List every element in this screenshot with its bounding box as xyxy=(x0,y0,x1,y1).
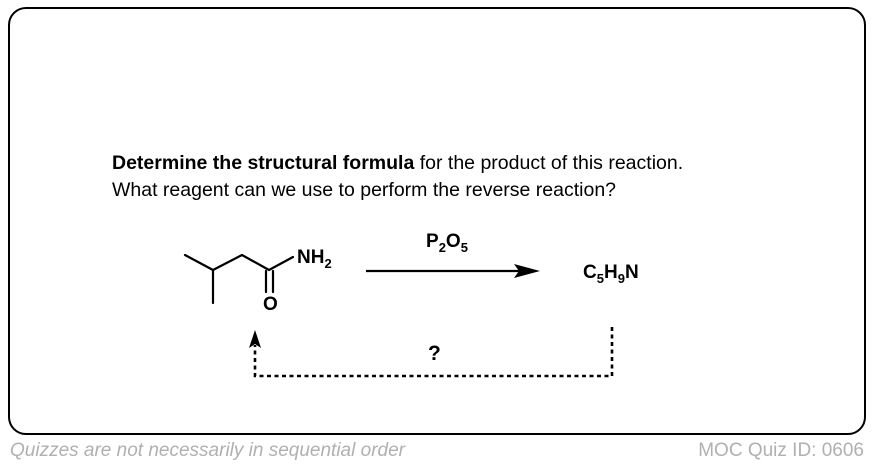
question-text: Determine the structural formula for the… xyxy=(112,150,812,204)
question-bold: Determine the structural formula xyxy=(112,152,415,174)
footer-note: Quizzes are not necessarily in sequentia… xyxy=(10,440,405,461)
amine-label: NH2 xyxy=(297,247,332,271)
forward-arrow xyxy=(366,264,540,278)
reagent-label: P2O5 xyxy=(426,231,468,255)
reverse-arrow xyxy=(253,327,614,378)
reverse-question-mark: ? xyxy=(428,342,441,365)
oxygen-label: O xyxy=(263,294,278,315)
reverse-arrowhead xyxy=(249,330,261,348)
question-line-2: What reagent can we use to perform the r… xyxy=(112,179,617,201)
question-line-1: Determine the structural formula for the… xyxy=(112,150,812,177)
product-formula: C5H9N xyxy=(583,262,639,286)
reactant-carbon-chain xyxy=(183,253,295,272)
quiz-id: MOC Quiz ID: 0606 xyxy=(698,440,864,461)
reactant-molecule xyxy=(183,253,295,305)
question-line-1-rest: for the product of this reaction. xyxy=(414,152,684,174)
quiz-card xyxy=(8,7,866,435)
